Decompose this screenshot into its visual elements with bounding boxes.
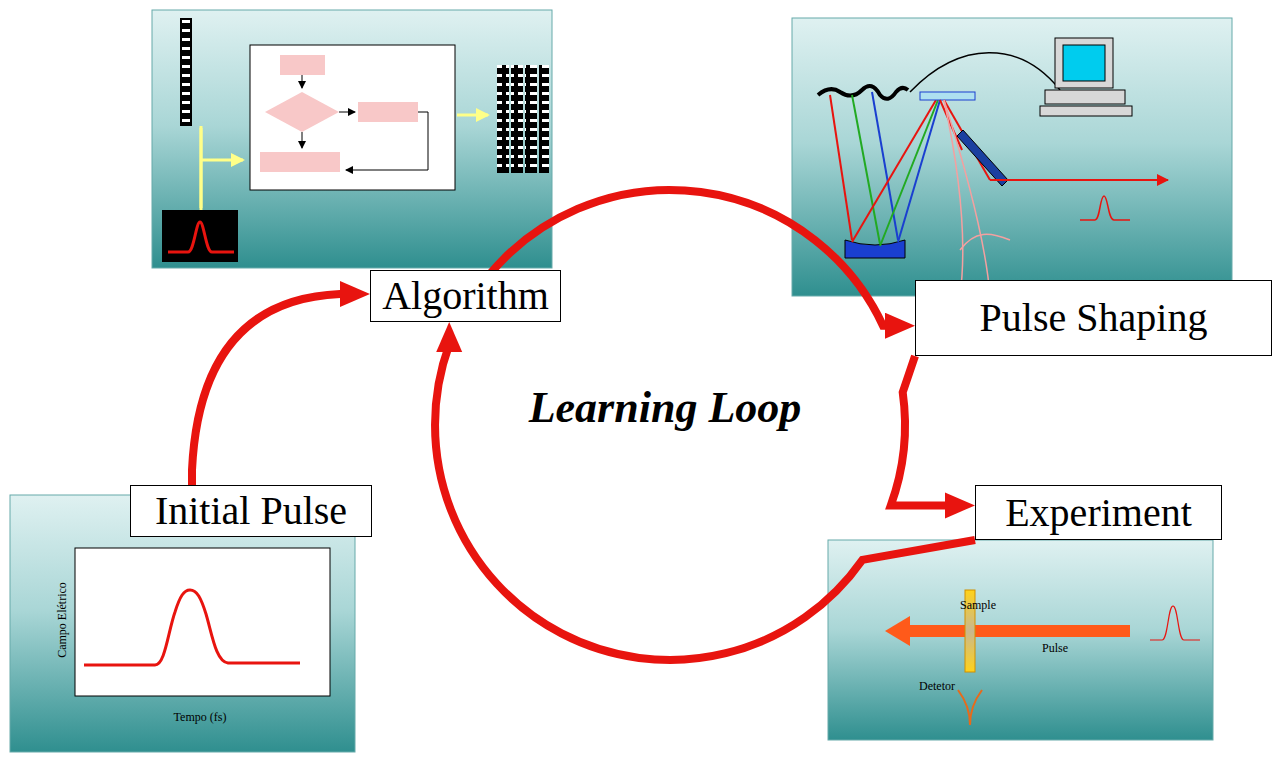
part-label: Pulse (1042, 642, 1068, 654)
label-text: Algorithm (382, 276, 549, 316)
label-text: Initial Pulse (155, 491, 347, 531)
loop-arrow (192, 294, 355, 485)
part-label: Detetor (919, 680, 955, 692)
pulse-shaping-label-box: Pulse Shaping (915, 280, 1272, 356)
part-label: Sample (960, 599, 996, 611)
diagram-title-text: Learning Loop (529, 386, 802, 430)
loop-arrow (435, 337, 975, 660)
pulse-shaping-panel (792, 18, 1232, 296)
experiment-label-box: Experiment (975, 485, 1222, 540)
algorithm-label-box: Algorithm (370, 270, 561, 322)
initial-pulse-label-box: Initial Pulse (130, 485, 372, 537)
label-text: Experiment (1005, 493, 1192, 533)
label-text: Pulse Shaping (980, 298, 1208, 338)
experiment-panel (828, 540, 1213, 740)
axis-label: Tempo (fs) (174, 711, 227, 723)
loop-arrow (891, 356, 960, 505)
algorithm-panel (152, 10, 552, 268)
axis-label: Campo Elétrico (56, 582, 68, 658)
